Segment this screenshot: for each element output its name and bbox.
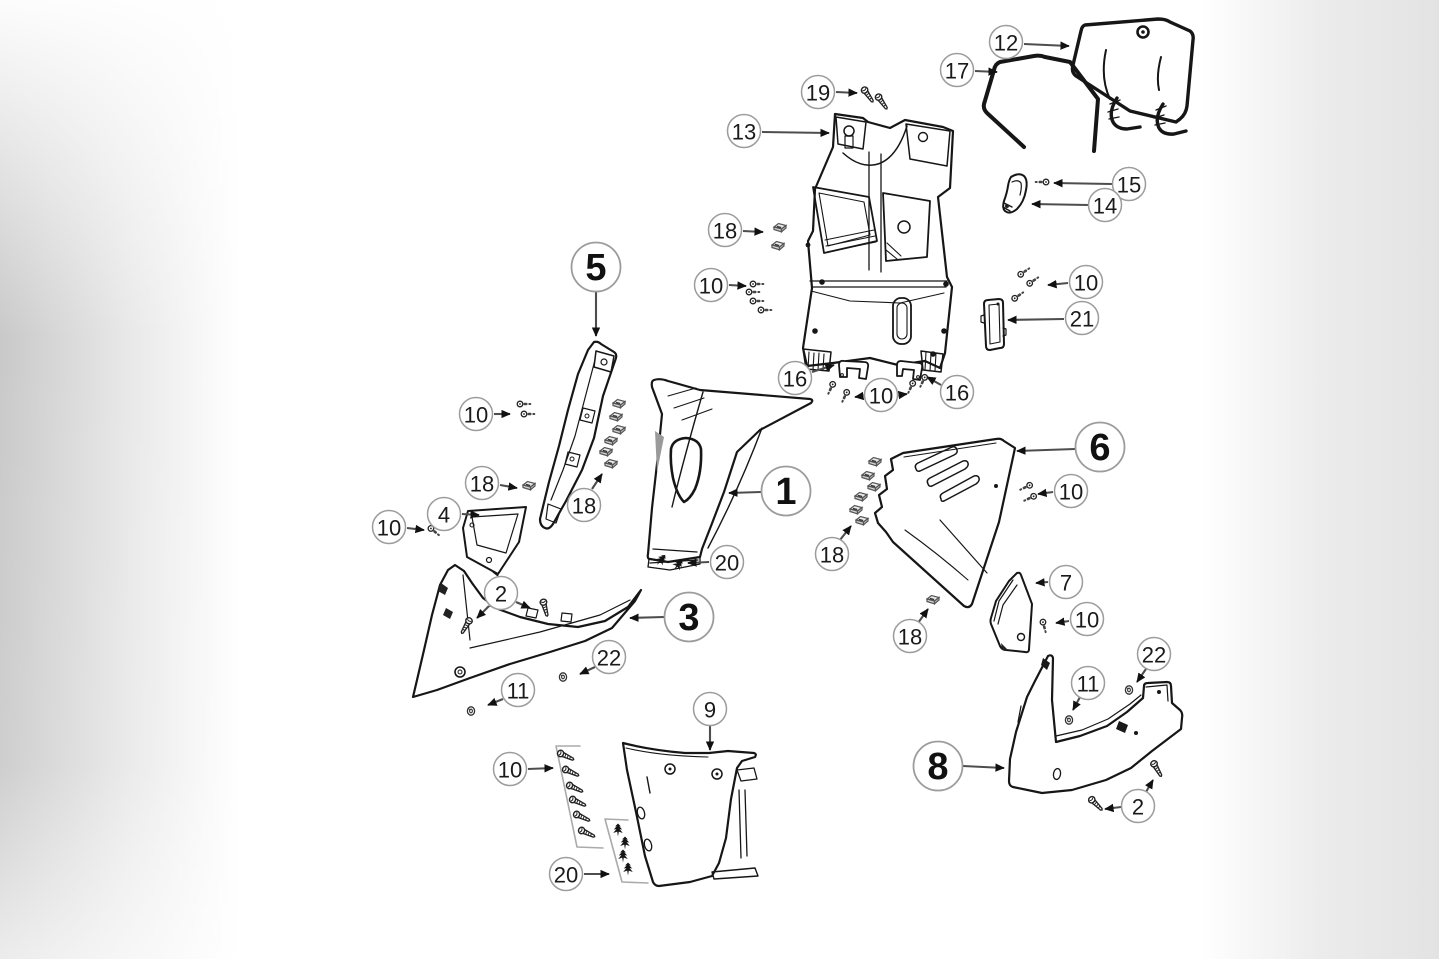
callout-16: 16 bbox=[777, 360, 835, 396]
fastener-group-brackets bbox=[555, 745, 649, 884]
callout-15: 15 bbox=[1053, 166, 1147, 202]
part-9-lower-cover bbox=[621, 741, 759, 888]
callout-11: 11 bbox=[487, 672, 536, 708]
callout-18: 18 bbox=[814, 525, 852, 572]
callout-label: 10 bbox=[1074, 271, 1098, 296]
callout-10: 10 bbox=[1055, 601, 1105, 637]
callout-label: 11 bbox=[1077, 672, 1100, 697]
callout-label: 3 bbox=[678, 597, 699, 639]
callout-label: 16 bbox=[945, 381, 969, 406]
callout-18: 18 bbox=[464, 465, 518, 501]
callout-label: 11 bbox=[507, 679, 530, 704]
callout-18: 18 bbox=[892, 608, 929, 654]
washer-icon bbox=[466, 706, 476, 716]
callout-3: 3 bbox=[629, 591, 715, 643]
callout-19: 19 bbox=[800, 74, 858, 110]
callout-label: 22 bbox=[597, 646, 621, 671]
callout-label: 18 bbox=[572, 494, 596, 519]
callout-16: 16 bbox=[926, 374, 975, 410]
callout-label: 13 bbox=[732, 120, 756, 145]
callout-10: 10 bbox=[854, 377, 908, 413]
callout-11: 11 bbox=[1070, 665, 1106, 711]
callout-12: 12 bbox=[988, 24, 1070, 60]
callout-label: 20 bbox=[554, 863, 578, 888]
callout-8: 8 bbox=[912, 740, 1005, 792]
callout-label: 10 bbox=[1059, 480, 1083, 505]
part-4-corner-panel bbox=[462, 506, 527, 585]
callout-label: 9 bbox=[704, 698, 716, 723]
callout-label: 10 bbox=[869, 384, 893, 409]
callout-label: 10 bbox=[1075, 608, 1099, 633]
callout-22: 22 bbox=[579, 639, 627, 675]
callout-label: 4 bbox=[438, 503, 450, 528]
callout-label: 10 bbox=[377, 516, 401, 541]
callout-18: 18 bbox=[707, 212, 764, 248]
callout-10: 10 bbox=[458, 396, 511, 432]
callout-21: 21 bbox=[1007, 300, 1100, 336]
callout-label: 10 bbox=[498, 758, 522, 783]
callout-label: 21 bbox=[1070, 307, 1094, 332]
part-12-windshield bbox=[1070, 17, 1195, 136]
callout-14: 14 bbox=[1031, 187, 1123, 223]
callout-20: 20 bbox=[687, 544, 745, 580]
callout-label: 7 bbox=[1060, 571, 1072, 596]
callout-6: 6 bbox=[1016, 421, 1126, 473]
part-6-side-cover bbox=[873, 437, 1017, 609]
callout-label: 18 bbox=[820, 543, 844, 568]
part-17-molding bbox=[981, 53, 1100, 153]
callout-label: 19 bbox=[806, 81, 830, 106]
callout-label: 14 bbox=[1093, 194, 1117, 219]
washer-icon bbox=[1064, 715, 1074, 725]
callout-label: 18 bbox=[898, 625, 922, 650]
callout-label: 15 bbox=[1117, 173, 1141, 198]
callout-10: 10 bbox=[1047, 264, 1104, 300]
part-7-lower-side-panel bbox=[989, 571, 1033, 654]
callout-label: 8 bbox=[927, 746, 948, 788]
callout-2: 2 bbox=[476, 575, 531, 619]
part-16-brackets bbox=[838, 359, 924, 381]
callout-13: 13 bbox=[726, 113, 830, 149]
callout-label: 12 bbox=[994, 31, 1018, 56]
callout-label: 10 bbox=[699, 274, 723, 299]
washer-icon bbox=[558, 672, 568, 682]
callout-label: 18 bbox=[713, 219, 737, 244]
callout-10: 10 bbox=[1037, 473, 1089, 509]
callout-5: 5 bbox=[570, 241, 622, 337]
callout-7: 7 bbox=[1035, 564, 1084, 600]
callout-label: 16 bbox=[783, 367, 807, 392]
part-14-bracket bbox=[1002, 173, 1028, 214]
callout-9: 9 bbox=[692, 691, 728, 751]
callout-4: 4 bbox=[426, 496, 480, 532]
callout-label: 22 bbox=[1142, 643, 1166, 668]
callout-label: 18 bbox=[470, 472, 494, 497]
callout-label: 2 bbox=[1132, 795, 1144, 820]
callout-label: 10 bbox=[464, 403, 488, 428]
callout-label: 17 bbox=[945, 59, 969, 84]
callout-1: 1 bbox=[728, 465, 812, 517]
callout-22: 22 bbox=[1136, 636, 1172, 683]
callout-label: 6 bbox=[1089, 427, 1110, 469]
part-5-garnish bbox=[538, 340, 618, 530]
part-13-inner-cover bbox=[801, 112, 955, 373]
part-21-panel bbox=[980, 298, 1007, 351]
callout-18: 18 bbox=[566, 473, 603, 523]
callout-label: 2 bbox=[495, 582, 507, 607]
callout-10: 10 bbox=[492, 751, 554, 787]
callout-20: 20 bbox=[548, 856, 610, 892]
callout-label: 20 bbox=[715, 551, 739, 576]
part-8-right-sill bbox=[1007, 654, 1184, 795]
callout-10: 10 bbox=[693, 267, 747, 303]
callout-label: 5 bbox=[585, 247, 606, 289]
washer-icon bbox=[1124, 685, 1134, 695]
callout-label: 1 bbox=[775, 471, 796, 513]
callout-10: 10 bbox=[371, 509, 425, 545]
right-blur-edge bbox=[1200, 0, 1439, 959]
callout-2: 2 bbox=[1104, 779, 1156, 824]
callout-17: 17 bbox=[939, 52, 998, 88]
